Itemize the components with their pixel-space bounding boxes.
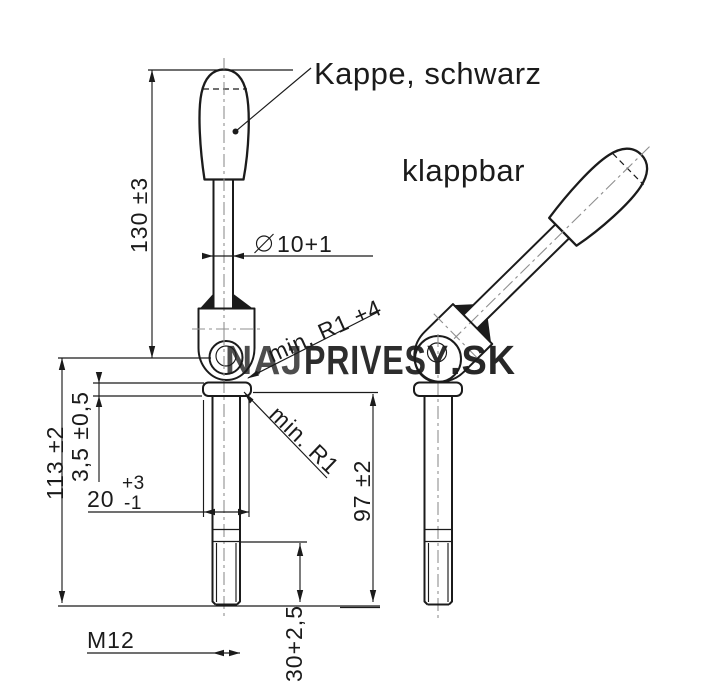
dim-text: M12: [87, 627, 135, 653]
diameter-symbol-icon: [254, 233, 274, 254]
collar: [202, 381, 252, 397]
callout-cap: Kappe, schwarz: [232, 56, 542, 135]
arrowhead-right-icon: [238, 508, 249, 516]
arrowhead-left-icon: [204, 508, 215, 516]
watermark-part-3: .SK: [450, 337, 516, 383]
foldable-label: klappbar: [402, 153, 525, 188]
leader-line: [243, 391, 328, 479]
tolerance-lower: -1: [124, 493, 142, 514]
arrowhead-right-icon: [229, 649, 240, 657]
dim-text: 3,5 ±0,5: [67, 391, 93, 482]
arrowhead-left-icon: [213, 649, 224, 657]
arrowhead-up-icon: [148, 70, 156, 82]
cap-label: Kappe, schwarz: [314, 56, 542, 91]
pivot-boss: [426, 342, 448, 363]
leader-arrow-icon: [247, 370, 259, 379]
arrowhead-left-icon: [233, 252, 244, 260]
left-view: [190, 56, 262, 620]
tolerance-upper: +3: [122, 473, 145, 494]
dim-thread-length: 30+2,5: [241, 541, 307, 682]
rod-right-edge: [448, 396, 453, 606]
dim-thread-designation: M12: [87, 627, 240, 657]
watermark: NAJ PRIVESY .SK: [225, 337, 516, 383]
arrowhead-down-icon: [296, 590, 304, 602]
dim-shaft-diameter: 10+1: [202, 231, 373, 260]
collar: [413, 381, 463, 397]
watermark-part-1: NAJ: [225, 337, 303, 383]
arrowhead-up-icon: [296, 544, 304, 556]
dim-text: 30+2,5: [281, 605, 307, 682]
arrowhead-down-icon: [58, 591, 66, 603]
dim-text: 130 ±3: [126, 177, 152, 253]
leader-line: [247, 311, 379, 379]
right-view: [396, 122, 676, 620]
arrowhead-up-icon: [369, 394, 377, 406]
arrowhead-down-icon: [95, 372, 103, 383]
dim-collar-diameter: 20 +3 -1: [87, 400, 250, 517]
arrowhead-right-icon: [202, 252, 213, 260]
dim-collar-thickness: 3,5 ±0,5: [67, 372, 204, 482]
dim-overall-upper: 130 ±3: [126, 69, 293, 358]
leader-dot-icon: [232, 128, 239, 135]
rod-right-edge: [236, 396, 241, 606]
arrowhead-up-icon: [95, 396, 103, 407]
rod-left-edge: [423, 396, 429, 606]
pivot-boss: [215, 345, 237, 367]
dim-text: 20: [87, 486, 115, 512]
arrowhead-up-icon: [58, 358, 66, 370]
arrowhead-down-icon: [369, 590, 377, 602]
dim-text: 113 ±2: [42, 426, 68, 500]
dim-text: 10+1: [277, 231, 333, 257]
rod-left-edge: [211, 396, 217, 606]
watermark-part-2: PRIVESY: [304, 337, 449, 383]
arrowhead-down-icon: [148, 346, 156, 358]
dim-text: 97 ±2: [349, 460, 375, 522]
dim-rod-length: 97 ±2: [253, 391, 380, 609]
dim-lower-length: 113 ±2: [42, 357, 380, 607]
leader-arrow-icon: [244, 392, 254, 404]
leader-line: [235, 67, 312, 132]
